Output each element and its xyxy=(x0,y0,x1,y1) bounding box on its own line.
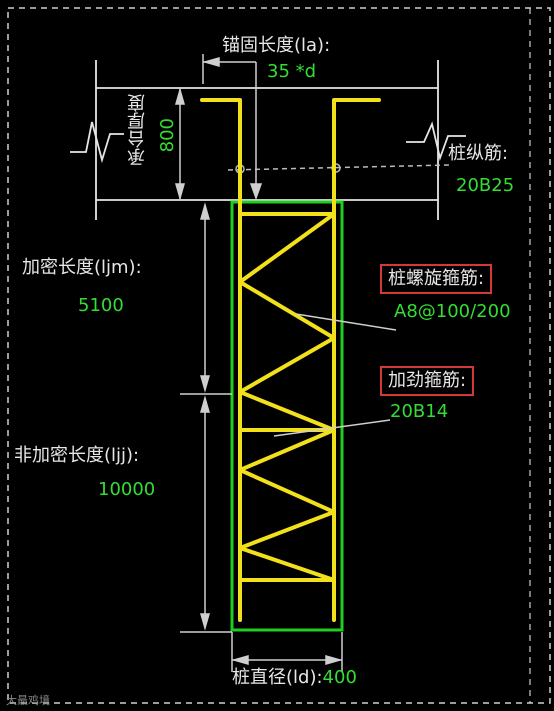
dense-length-label: 加密长度(ljm): xyxy=(22,257,142,278)
longitudinal-bar-left xyxy=(200,98,242,622)
drawing-frame xyxy=(7,7,551,704)
anchorage-value-text: 35 *d xyxy=(267,61,317,82)
pile-outline xyxy=(230,200,344,632)
pile-longitudinal-label: 桩纵筋: xyxy=(448,143,509,164)
stiffening-stirrup-label: 加劲箍筋: xyxy=(388,370,467,391)
pile-diameter-value: 400 xyxy=(322,667,357,688)
anchorage-dimension xyxy=(202,54,263,201)
pile-diameter-label: 桩直径(ld): xyxy=(232,667,323,688)
leader-spiral xyxy=(295,313,397,331)
pile-longitudinal-value: 20B25 xyxy=(456,175,515,196)
pile-cap-outline xyxy=(70,60,466,220)
dense-length-dimension xyxy=(180,202,232,395)
nondense-length-label: 非加密长度(ljj): xyxy=(14,445,140,466)
cap-thickness-label: 承台厚度 xyxy=(127,94,148,166)
stiffening-stirrup-label-box: 加劲箍筋: xyxy=(380,366,475,396)
spiral-stirrup-label-box: 桩螺旋箍筋: xyxy=(380,264,493,294)
spiral-stirrup xyxy=(238,212,336,582)
cap-thickness-value: 800 xyxy=(157,118,178,153)
pile-diameter-dimension xyxy=(231,632,343,672)
cap-thickness-dimension xyxy=(175,87,185,201)
watermark: 大最鸡境 xyxy=(6,694,50,707)
nondense-length-value: 10000 xyxy=(98,479,156,500)
rebar-cage xyxy=(200,98,381,622)
leader-stiffening xyxy=(273,419,391,437)
break-symbol-right xyxy=(406,121,466,162)
stiffening-stirrup-value: 20B14 xyxy=(390,401,449,422)
spiral-stirrup-label: 桩螺旋箍筋: xyxy=(388,268,485,289)
spiral-stirrup-value: A8@100/200 xyxy=(394,301,511,322)
break-symbol-left xyxy=(70,121,124,164)
anchorage-value: 35 *d xyxy=(267,62,316,82)
pile-diameter-row: 桩直径(ld):400 xyxy=(232,668,357,688)
dense-length-value: 5100 xyxy=(78,295,124,316)
hidden-line xyxy=(227,164,451,171)
anchorage-length-label: 锚固长度(la): xyxy=(222,35,331,56)
leader-lines xyxy=(273,313,397,437)
longitudinal-bar-right xyxy=(332,98,381,622)
nondense-length-dimension xyxy=(180,395,232,633)
